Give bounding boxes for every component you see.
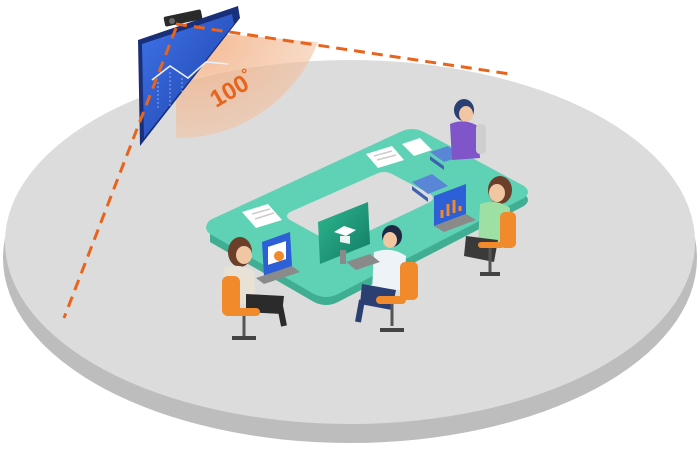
screen-chart-bars — [157, 72, 183, 110]
keyboard — [346, 254, 380, 270]
person-left — [222, 232, 300, 340]
display-screen — [142, 14, 234, 138]
fov-boundary-left — [62, 27, 178, 319]
table-papers — [242, 138, 432, 228]
wall-display — [138, 6, 240, 146]
camera-lens — [169, 18, 175, 24]
center-monitor — [318, 202, 370, 264]
screen-line-chart — [151, 61, 229, 81]
pie-chart-icon — [274, 251, 284, 261]
person-right — [434, 176, 516, 276]
monitor-stand — [340, 250, 346, 264]
person-center — [346, 225, 418, 332]
person-purple — [450, 99, 486, 160]
field-of-view-cone — [176, 30, 318, 139]
fov-boundary-right — [175, 22, 511, 76]
graduation-cap-icon — [334, 226, 356, 236]
